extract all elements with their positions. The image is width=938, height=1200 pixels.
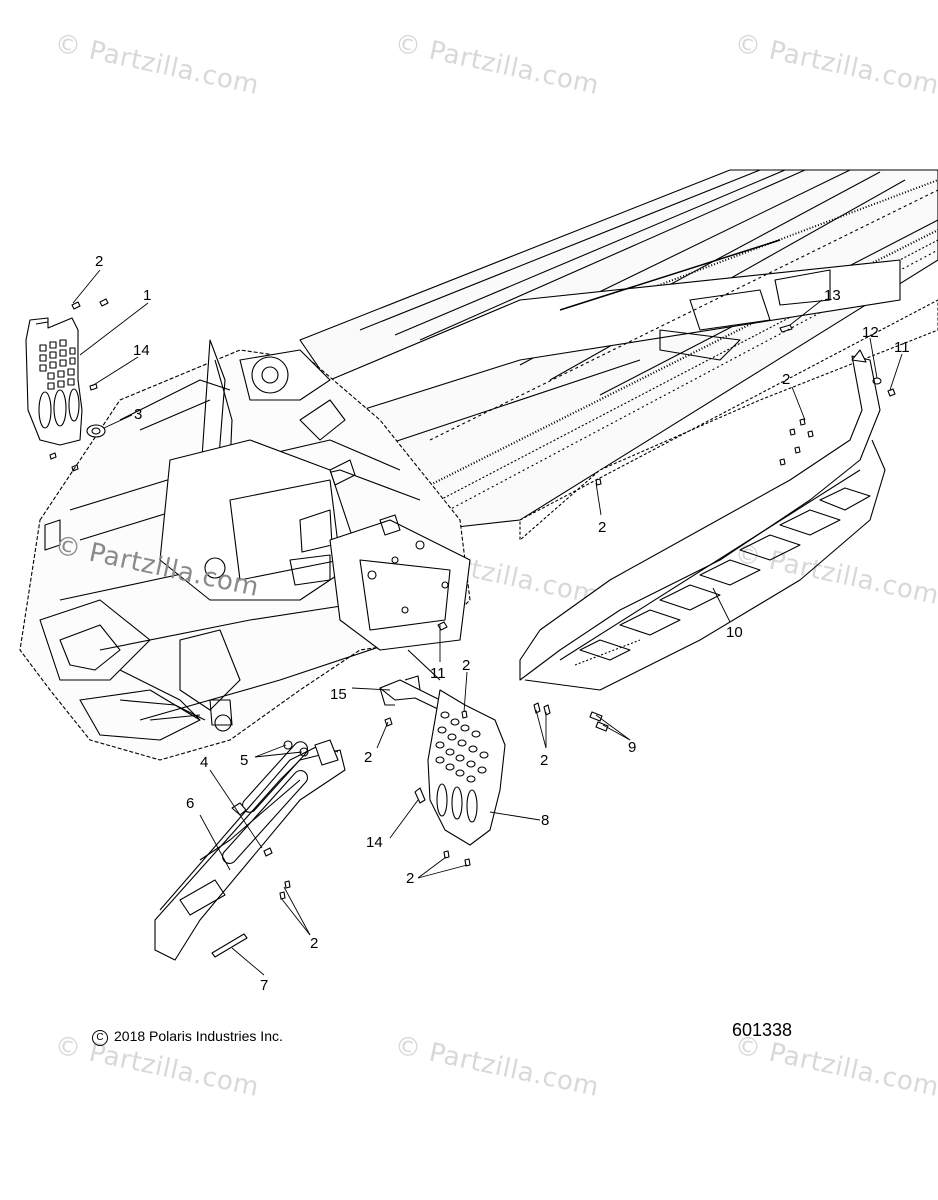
callout-2: 2 xyxy=(782,371,790,388)
callout-2: 2 xyxy=(95,253,103,270)
callout-2: 2 xyxy=(364,749,372,766)
callout-4: 4 xyxy=(200,754,208,771)
tunnel-frame xyxy=(299,169,938,541)
callout-12: 12 xyxy=(862,324,879,341)
callout-2: 2 xyxy=(406,870,414,887)
copyright-icon: C xyxy=(92,1030,108,1046)
callout-9: 9 xyxy=(628,739,636,756)
callout-6: 6 xyxy=(186,795,194,812)
callout-7: 7 xyxy=(260,977,268,994)
callout-5: 5 xyxy=(240,752,248,769)
callout-15: 15 xyxy=(330,686,347,703)
copyright-notice: C 2018 Polaris Industries Inc. xyxy=(92,1028,283,1046)
copyright-text: 2018 Polaris Industries Inc. xyxy=(114,1028,283,1044)
part-8-mesh-plate xyxy=(414,689,506,846)
part-10-running-board xyxy=(519,349,886,691)
part-6-running-board xyxy=(154,739,346,961)
callout-14: 14 xyxy=(366,834,383,851)
callout-10: 10 xyxy=(726,624,743,641)
leader-lines xyxy=(72,269,903,976)
part-1-mesh-plate xyxy=(25,317,83,446)
callouts: 2 1 14 3 13 12 11 2 2 10 11 2 15 5 2 2 9… xyxy=(95,253,910,994)
callout-2: 2 xyxy=(310,935,318,952)
callout-13: 13 xyxy=(824,287,841,304)
callout-1: 1 xyxy=(143,287,151,304)
front-frame xyxy=(19,339,471,761)
callout-14: 14 xyxy=(133,342,150,359)
diagram-number: 601338 xyxy=(732,1020,793,1040)
part-4-grommet xyxy=(231,802,247,816)
part-7-strip xyxy=(211,933,248,958)
callout-11: 11 xyxy=(430,665,446,682)
callout-3: 3 xyxy=(134,406,142,423)
callout-11: 11 xyxy=(894,339,910,356)
callout-8: 8 xyxy=(541,812,549,829)
callout-2: 2 xyxy=(598,519,606,536)
part-3-grommet xyxy=(86,424,106,438)
hardware-bolts-left xyxy=(49,298,109,472)
callout-2: 2 xyxy=(462,657,470,674)
callout-2: 2 xyxy=(540,752,548,769)
